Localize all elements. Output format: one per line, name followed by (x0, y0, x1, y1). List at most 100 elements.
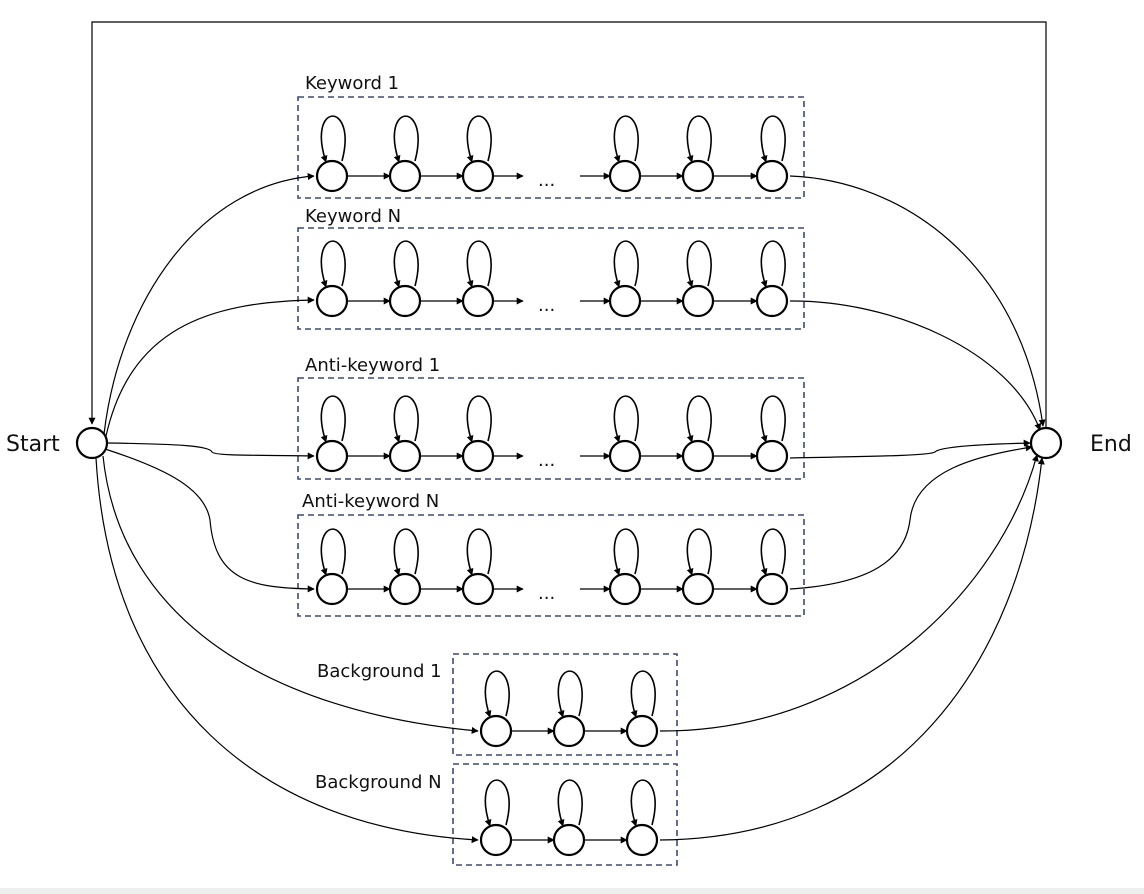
hmm-state (315, 439, 349, 473)
group-to-end-edge (789, 175, 1046, 427)
end-label: End (1090, 432, 1132, 457)
end-state (1029, 426, 1063, 460)
start-to-group-edge (106, 442, 315, 460)
group-box (452, 653, 678, 756)
hmm-group: Background N (315, 763, 678, 866)
hmm-state (388, 284, 422, 318)
hmm-state (388, 159, 422, 193)
self-loop-edge (393, 528, 419, 576)
self-loop-edge (320, 115, 346, 163)
hmm-group: Keyword N... (297, 206, 805, 330)
hmm-group: Anti-keyword N... (297, 491, 805, 617)
self-loop-edge (466, 240, 492, 288)
self-loop-edge (557, 670, 583, 718)
hmm-state (388, 572, 422, 606)
hmm-state (461, 439, 495, 473)
hmm-group: Keyword 1... (297, 73, 805, 199)
start-state (75, 426, 109, 460)
self-loop-edge (466, 115, 492, 163)
self-loop-edge (686, 528, 712, 576)
hmm-state (681, 439, 715, 473)
hmm-state (608, 284, 642, 318)
return-edge (88, 21, 1047, 428)
hmm-state (625, 823, 659, 857)
self-loop-edge (320, 528, 346, 576)
self-loop-edge (613, 528, 639, 576)
ellipsis: ... (538, 583, 555, 604)
hmm-state (755, 159, 789, 193)
self-loop-edge (613, 115, 639, 163)
hmm-state (461, 284, 495, 318)
ellipsis: ... (538, 295, 555, 316)
self-loop-edge (686, 395, 712, 443)
self-loop-edge (686, 115, 712, 163)
start-label: Start (6, 432, 60, 457)
group-to-end-edge (659, 454, 1039, 732)
group-box (297, 96, 805, 199)
hmm-state (552, 823, 586, 857)
group-to-end-edge (789, 444, 1033, 590)
hmm-state (608, 572, 642, 606)
hmm-state (315, 159, 349, 193)
hmm-state (315, 284, 349, 318)
group-to-end-edge (789, 300, 1042, 431)
hmm-state (755, 284, 789, 318)
ellipsis: ... (538, 450, 555, 471)
hmm-state (681, 572, 715, 606)
start-to-group-edge (104, 448, 315, 593)
edges-layer (95, 173, 1046, 844)
hmm-state (608, 439, 642, 473)
hmm-state (755, 572, 789, 606)
start-to-group-edge (95, 457, 479, 844)
group-label: Keyword N (305, 206, 401, 227)
hmm-state (755, 439, 789, 473)
hmm-state (388, 439, 422, 473)
hmm-state (625, 714, 659, 748)
hmm-state (479, 823, 513, 857)
self-loop-edge (393, 115, 419, 163)
self-loop-edge (760, 395, 786, 443)
group-label: Anti-keyword 1 (305, 355, 440, 376)
self-loop-edge (320, 395, 346, 443)
self-loop-edge (320, 240, 346, 288)
self-loop-edge (466, 395, 492, 443)
self-loop-edge (393, 240, 419, 288)
bottom-strip (0, 888, 1144, 894)
group-box (297, 377, 805, 480)
hmm-state (681, 159, 715, 193)
start-to-group-edge (102, 455, 479, 734)
group-label: Background N (315, 772, 442, 793)
group-box (297, 514, 805, 617)
group-to-end-edge (659, 457, 1045, 841)
self-loop-edge (613, 240, 639, 288)
self-loop-edge (760, 240, 786, 288)
hmm-state (552, 714, 586, 748)
start-to-group-edge (105, 296, 315, 437)
hmm-state (315, 572, 349, 606)
self-loop-edge (613, 395, 639, 443)
ellipsis: ... (538, 170, 555, 191)
hmm-state (461, 159, 495, 193)
group-to-end-edge (789, 439, 1031, 459)
hmm-group: Anti-keyword 1... (297, 355, 805, 480)
self-loop-edge (630, 779, 656, 827)
group-label: Keyword 1 (305, 73, 399, 94)
hmm-state (461, 572, 495, 606)
self-loop-edge (557, 779, 583, 827)
self-loop-edge (393, 395, 419, 443)
group-box (452, 763, 678, 866)
hmm-group: Background 1 (317, 653, 678, 756)
group-label: Background 1 (317, 661, 442, 682)
self-loop-edge (686, 240, 712, 288)
self-loop-edge (760, 115, 786, 163)
group-box (297, 227, 805, 330)
self-loop-edge (484, 779, 510, 827)
self-loop-edge (484, 670, 510, 718)
group-label: Anti-keyword N (302, 491, 439, 512)
hmm-state (479, 714, 513, 748)
hmm-state (608, 159, 642, 193)
start-to-group-edge (103, 173, 315, 435)
self-loop-edge (760, 528, 786, 576)
hmm-state (681, 284, 715, 318)
